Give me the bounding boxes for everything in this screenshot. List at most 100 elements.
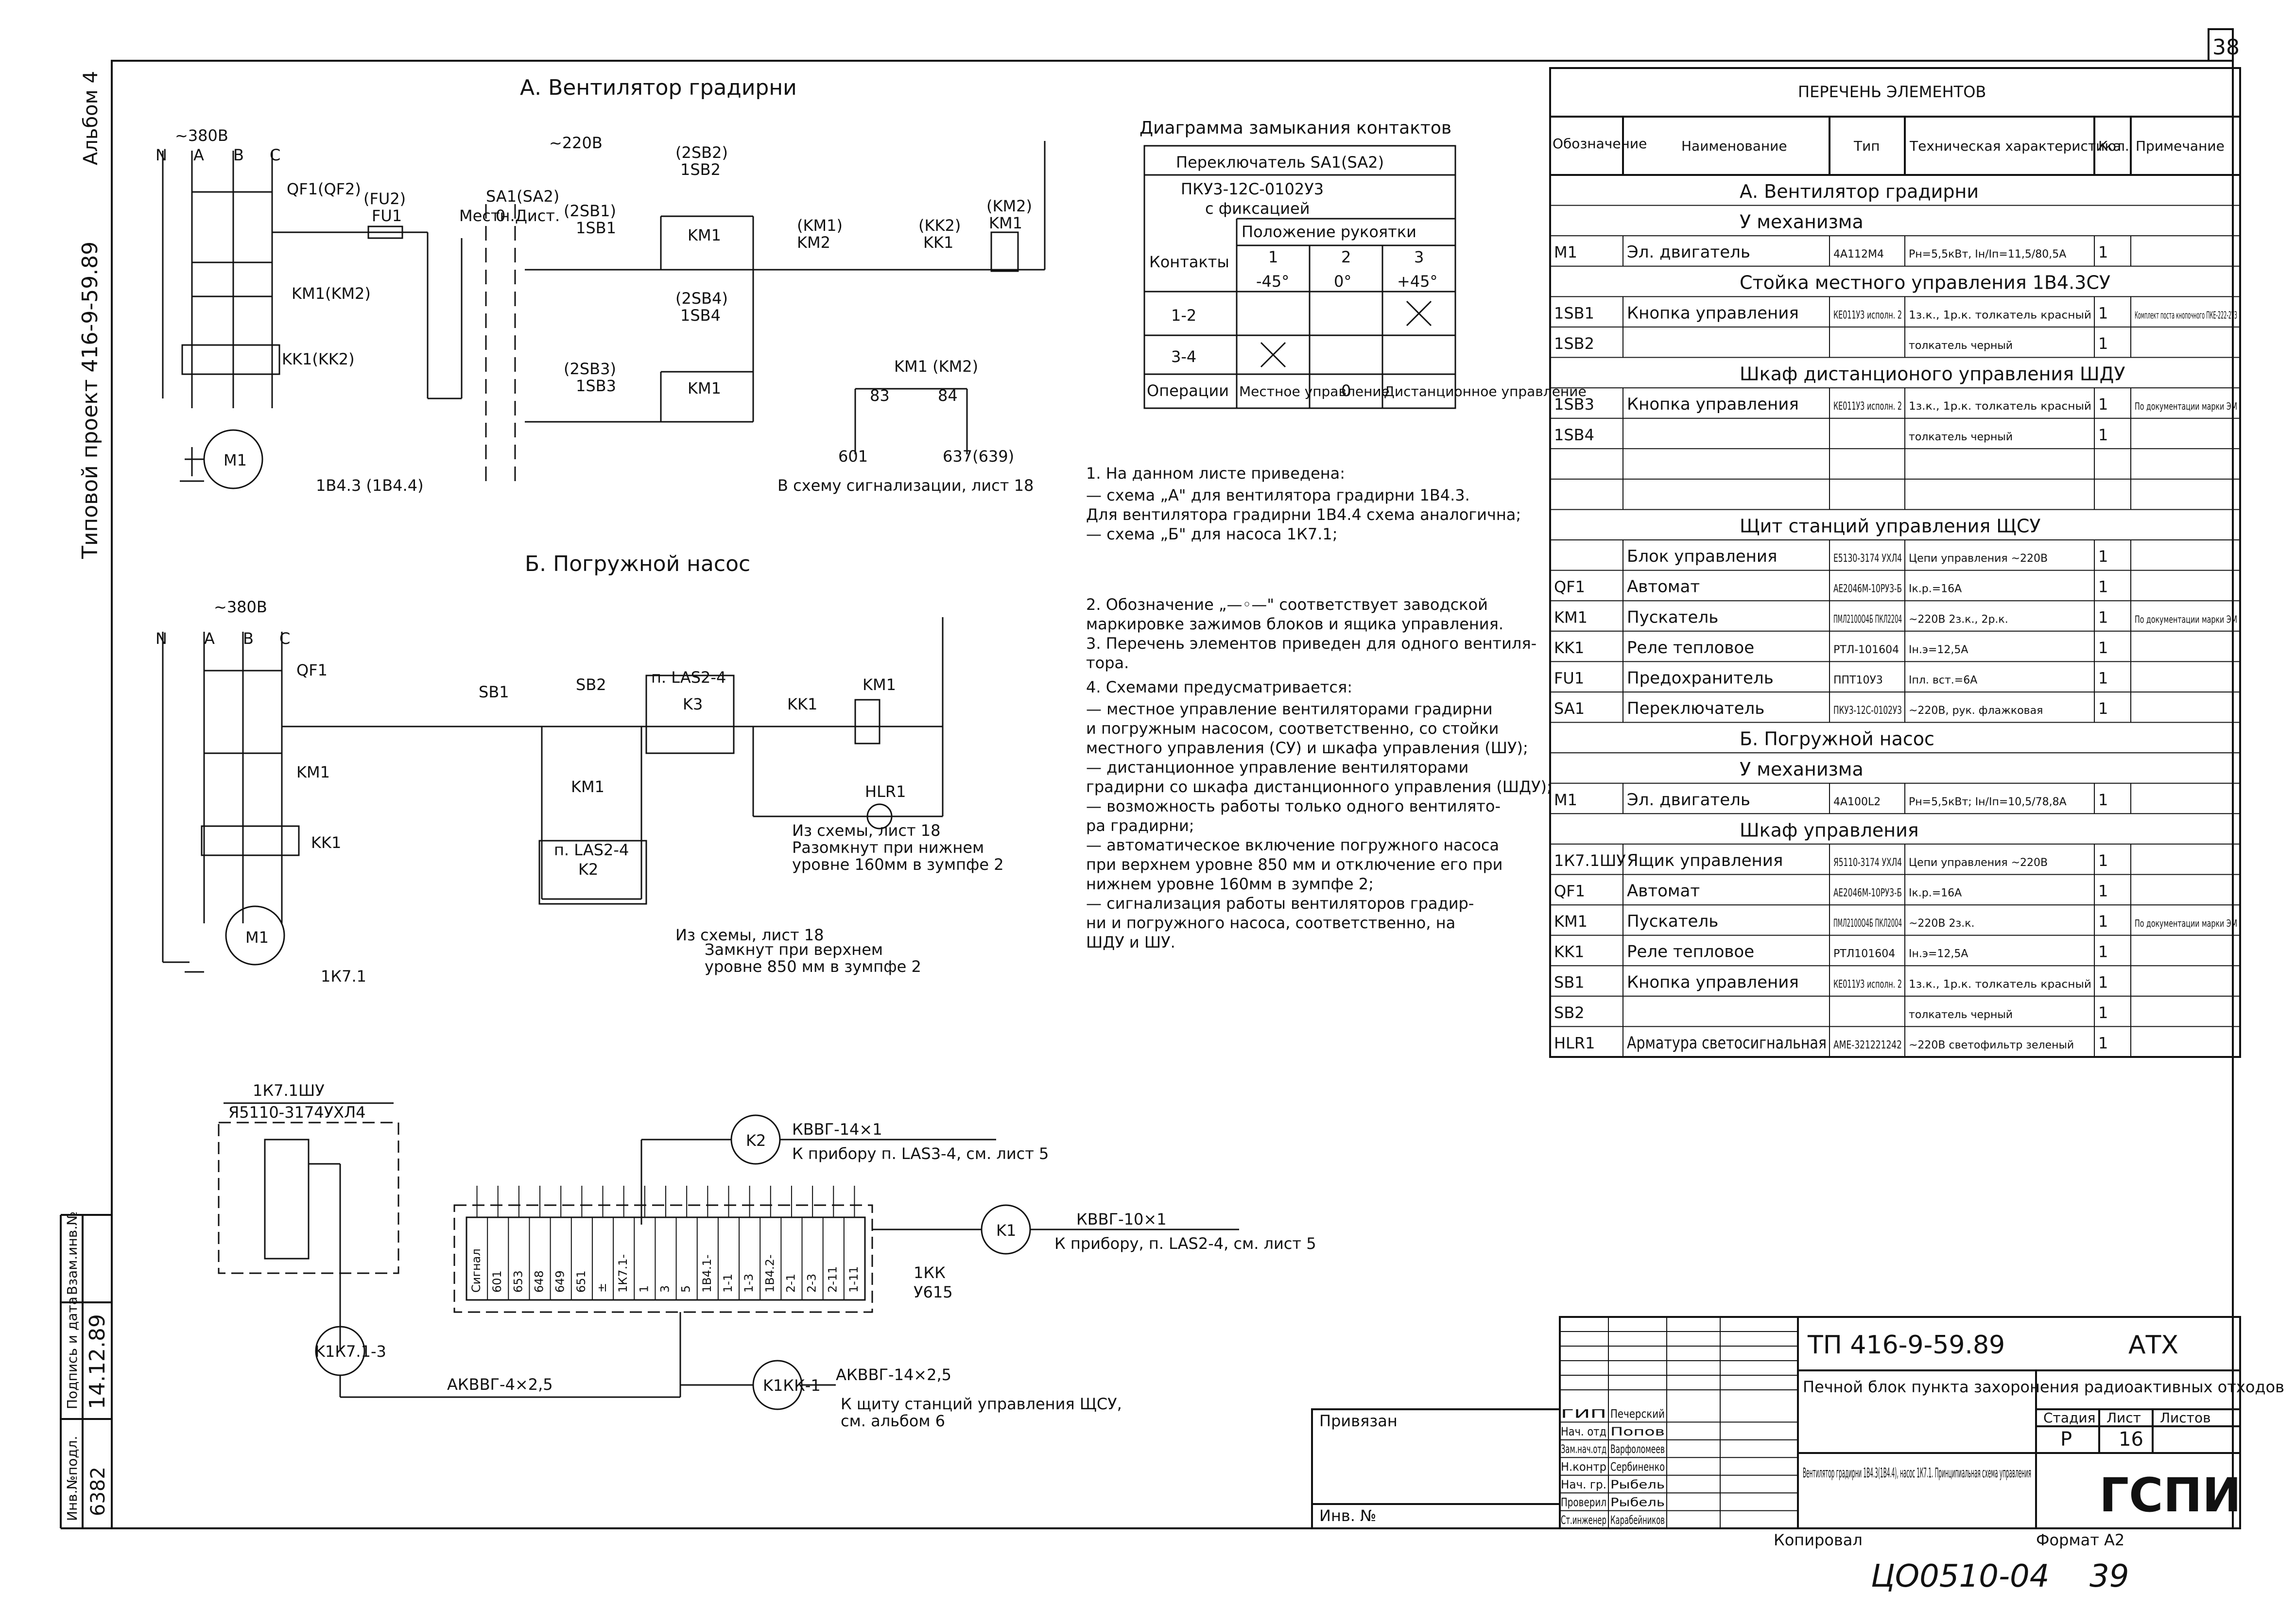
contacts-title: Диаграмма замыкания контактов	[1139, 118, 1451, 138]
svg-text:83: 83	[870, 386, 890, 405]
svg-text:Переключатель SA1(SA2): Переключатель SA1(SA2)	[1176, 153, 1384, 172]
svg-text:HLR1: HLR1	[865, 782, 906, 801]
svg-text:Тип: Тип	[1853, 138, 1880, 154]
table-cell-char: Iк.р.=16А	[1909, 887, 1962, 900]
svg-text:У615: У615	[914, 1283, 953, 1301]
svg-text:п. LAS2-4: п. LAS2-4	[554, 841, 629, 859]
table-cell-name: Кнопка управления	[1627, 395, 1799, 414]
element-list-title: ПЕРЕЧЕНЬ ЭЛЕМЕНТОВ	[1798, 83, 1986, 101]
svg-text:A: A	[204, 629, 215, 648]
svg-text:Местн.: Местн.	[459, 207, 515, 225]
table-cell-des: QF1	[1554, 578, 1585, 596]
terminal-label: 1-3	[742, 1274, 756, 1293]
svg-text:Вентилятор градирни 1В4.3(1В4.: Вентилятор градирни 1В4.3(1В4.4), насос …	[1803, 1465, 2031, 1481]
svg-text:1SB1: 1SB1	[576, 219, 616, 237]
table-cell-char: толкатель черный	[1909, 431, 2013, 443]
svg-text:KM1(KM2): KM1(KM2)	[292, 284, 371, 303]
section-a-control-circuit	[525, 141, 1046, 454]
svg-text:ТП 416-9-59.89: ТП 416-9-59.89	[1807, 1331, 2005, 1360]
svg-text:В схему сигнализации, лист 18: В схему сигнализации, лист 18	[777, 476, 1034, 495]
table-cell-name: Автомат	[1627, 577, 1700, 597]
terminal-label: 1	[637, 1285, 651, 1293]
svg-text:— схема „Б" для насоса 1К7.1;: — схема „Б" для насоса 1К7.1;	[1086, 525, 1338, 543]
svg-text:ШДУ и ШУ.: ШДУ и ШУ.	[1086, 933, 1175, 952]
terminal-label: 648	[533, 1270, 546, 1293]
table-cell-char: Iн.э=12,5А	[1909, 948, 1968, 960]
table-cell-type: АЕ2046М-10РУ3-Б	[1833, 887, 1902, 900]
table-cell-type: АЕ2046М-10РУ3-Б	[1833, 583, 1902, 595]
table-cell-type: Е5130-3174 УХЛ4	[1833, 553, 1902, 565]
svg-text:~380В: ~380В	[175, 126, 228, 145]
table-cell-name: Арматура светосигнальная	[1627, 1033, 1827, 1053]
svg-text:-45°: -45°	[1256, 272, 1289, 291]
svg-text:местного управления (СУ) и шка: местного управления (СУ) и шкафа управле…	[1086, 739, 1528, 757]
svg-text:1К7.1ШУ: 1К7.1ШУ	[253, 1081, 325, 1100]
table-cell-des: 1SB2	[1554, 334, 1594, 353]
table-cell-char: Pн=5,5кВт, Iн/Iп=11,5/80,5А	[1909, 248, 2066, 260]
table-section-heading: У механизма	[1740, 759, 1864, 780]
svg-text:39: 39	[2089, 1558, 2129, 1594]
svg-text:1В4.3 (1В4.4): 1В4.3 (1В4.4)	[316, 476, 424, 495]
table-cell-type: ПМЛ2100О4Б ПКЛ2204	[1833, 613, 1902, 625]
svg-text:(KM1): (KM1)	[797, 216, 843, 235]
stamp-role: Ст.инженер	[1561, 1513, 1606, 1527]
svg-text:1-2: 1-2	[1171, 306, 1196, 325]
svg-text:1SB4: 1SB4	[680, 306, 721, 325]
table-cell-name: Реле тепловое	[1627, 942, 1754, 962]
stamp-role: Нач. отд	[1561, 1425, 1606, 1438]
svg-text:АКВВГ-14×2,5: АКВВГ-14×2,5	[836, 1366, 951, 1384]
contacts-table-grid	[1143, 145, 1456, 409]
sheet-number-box	[2208, 28, 2234, 62]
table-cell-note: По документации марки ЭМ	[2135, 400, 2237, 412]
svg-text:1КК: 1КК	[914, 1263, 946, 1282]
svg-text:1SB2: 1SB2	[680, 160, 721, 179]
svg-text:(2SB2): (2SB2)	[675, 143, 728, 162]
table-cell-name: Автомат	[1627, 882, 1700, 901]
svg-text:КВВГ-14×1: КВВГ-14×1	[792, 1120, 882, 1139]
stamp-name: Карабейников	[1610, 1513, 1665, 1527]
table-section-heading: Щит станций управления ЩСУ	[1740, 515, 2041, 536]
table-cell-type: 4А112М4	[1833, 248, 1884, 260]
svg-text:KK1(KK2): KK1(KK2)	[282, 350, 355, 368]
svg-text:SB1: SB1	[479, 683, 509, 701]
svg-text:ГСПИ: ГСПИ	[2099, 1468, 2241, 1522]
table-cell-qty: 1	[2098, 304, 2108, 322]
table-cell-qty: 1	[2098, 243, 2108, 261]
table-cell-name: Реле тепловое	[1627, 638, 1754, 657]
svg-text:~220В: ~220В	[549, 134, 603, 152]
table-cell-qty: 1	[2098, 578, 2108, 596]
section-c-drawing	[218, 1102, 1239, 1410]
stamp-role: Н.контр	[1561, 1460, 1606, 1474]
svg-text:M1: M1	[245, 928, 269, 947]
svg-text:— автоматическое включение пог: — автоматическое включение погружного на…	[1086, 836, 1499, 854]
table-cell-char: Iк.р.=16А	[1909, 583, 1962, 595]
svg-text:KM1: KM1	[863, 675, 896, 694]
table-cell-type: КЕ011У3 исполн. 2	[1833, 978, 1902, 990]
table-cell-type: КЕ011У3 исполн. 2	[1833, 309, 1902, 321]
table-cell-char: Iн.э=12,5А	[1909, 644, 1968, 656]
table-cell-char: Iпл. вст.=6А	[1909, 674, 1977, 686]
stamp-name: Рыбель	[1610, 1478, 1665, 1491]
svg-text:Лист: Лист	[2106, 1410, 2141, 1426]
svg-text:KM2: KM2	[797, 233, 830, 252]
svg-text:K2: K2	[578, 860, 598, 879]
svg-text:(FU2): (FU2)	[363, 190, 406, 208]
svg-text:0: 0	[496, 207, 505, 225]
svg-text:тора.: тора.	[1086, 654, 1129, 672]
svg-text:Техническая характеристика: Техническая характеристика	[1909, 138, 2121, 154]
table-cell-type: РТЛ101604	[1833, 948, 1895, 960]
title-block-frame	[1311, 1316, 2241, 1529]
svg-text:— сигнализация работы вентилят: — сигнализация работы вентиляторов гради…	[1086, 894, 1474, 913]
inv-label: Инв.№подл.	[64, 1436, 80, 1521]
svg-text:C: C	[270, 146, 280, 164]
table-cell-name: Переключатель	[1627, 699, 1764, 718]
table-cell-type: 4А100L2	[1833, 796, 1881, 808]
svg-text:Местное управление: Местное управление	[1239, 383, 1390, 399]
svg-text:637(639): 637(639)	[943, 447, 1014, 466]
sig-label: Подпись и дата	[64, 1297, 80, 1409]
svg-text:— возможность работы только од: — возможность работы только одного венти…	[1086, 797, 1501, 815]
table-cell-qty: 1	[2098, 1003, 2108, 1022]
svg-text:KM1: KM1	[571, 778, 604, 796]
table-cell-qty: 1	[2098, 943, 2108, 961]
